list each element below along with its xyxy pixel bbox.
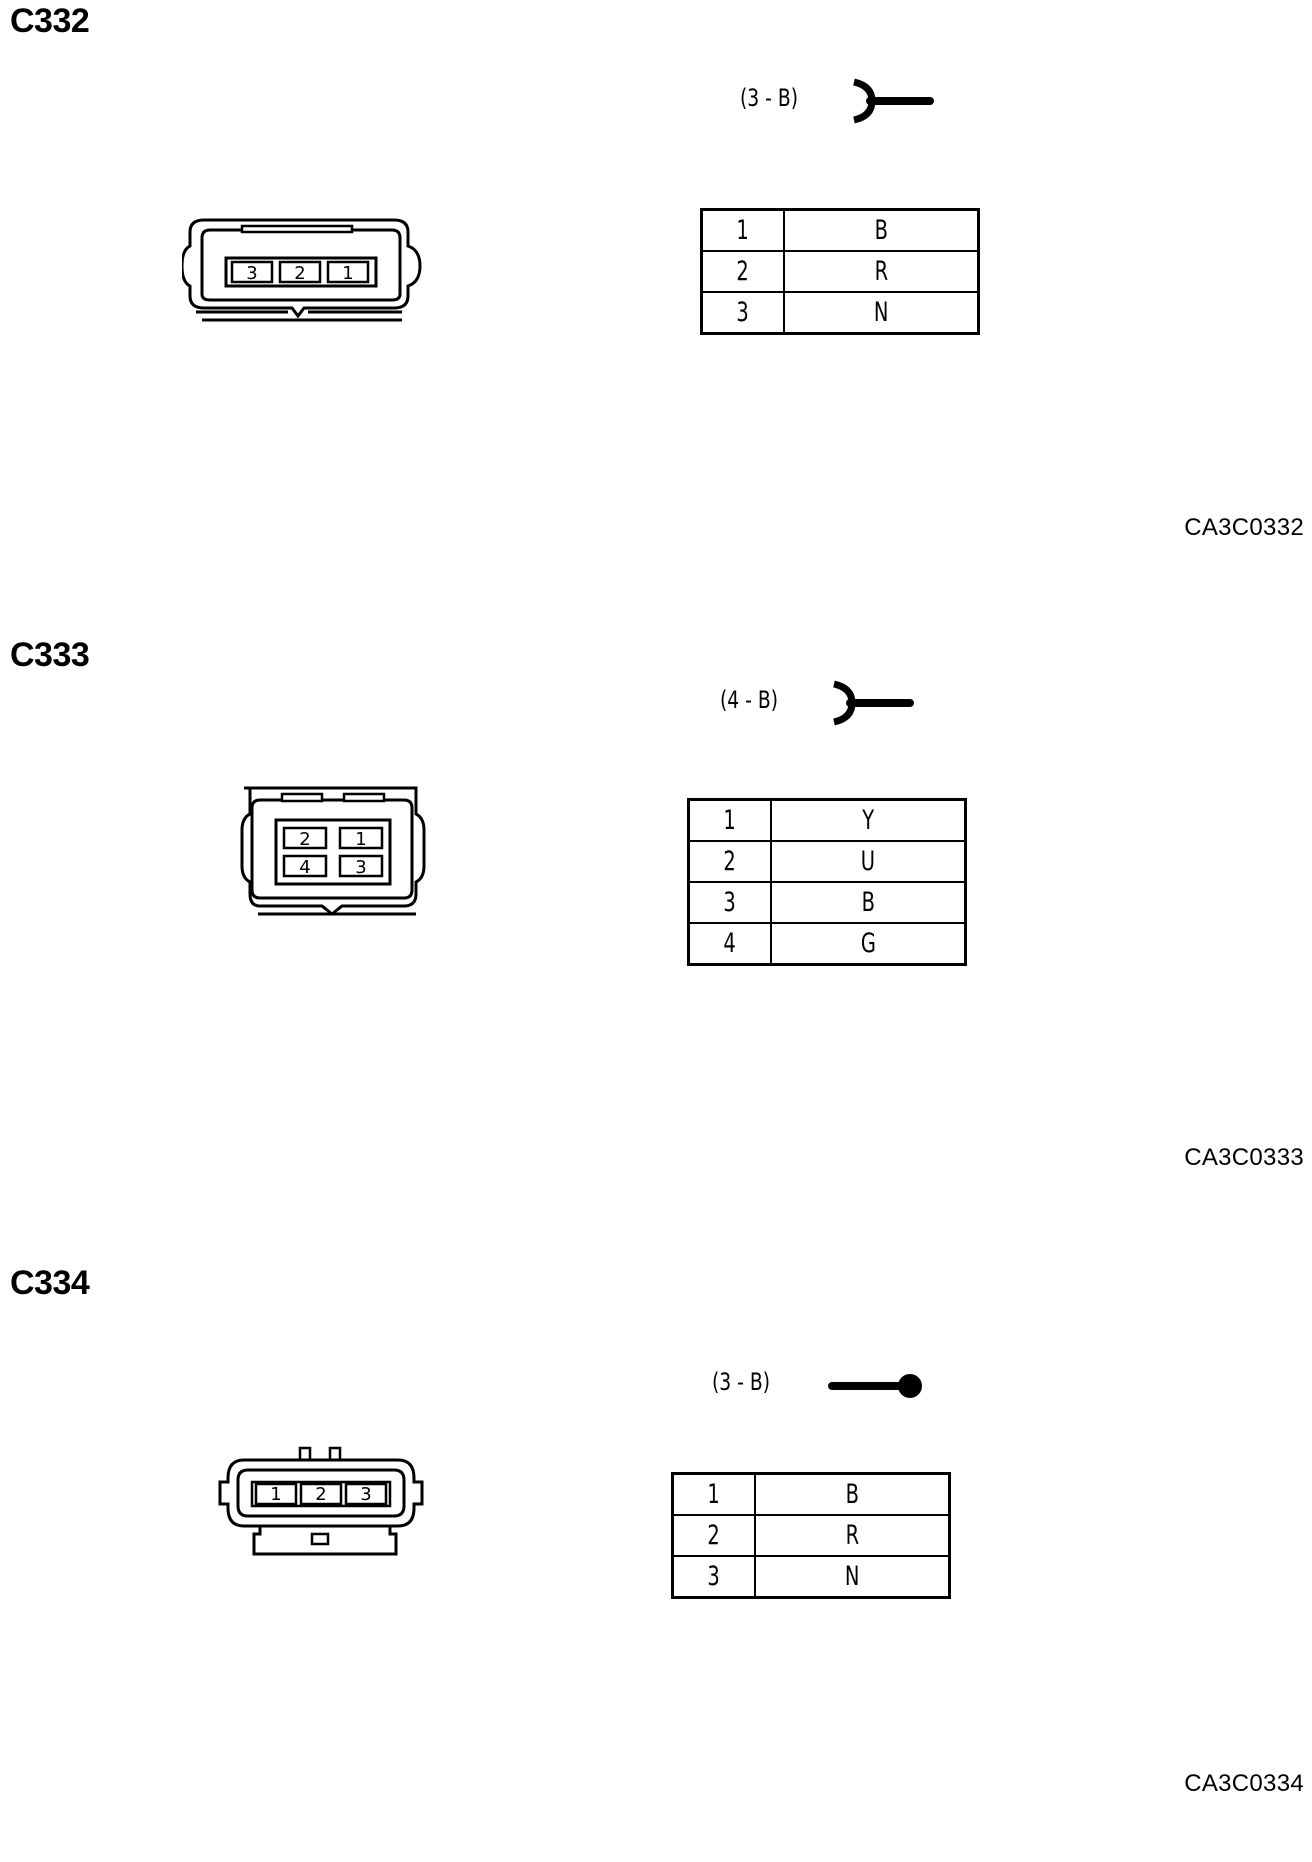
face-pin-label: 4	[299, 857, 310, 878]
face-pin-label: 2	[315, 1484, 326, 1505]
diagram-ref-code: CA3C0334	[1184, 1770, 1304, 1797]
pin-number: 3	[707, 1561, 721, 1592]
wire-color: G	[860, 928, 876, 959]
wire-color: R	[874, 256, 888, 287]
diagram-ref-code: CA3C0332	[1184, 514, 1304, 541]
wire-color: R	[845, 1520, 859, 1551]
face-pin-label: 3	[246, 263, 257, 284]
pin-number: 4	[723, 928, 737, 959]
wire-color: N	[844, 1561, 860, 1592]
pin-number: 1	[723, 805, 737, 836]
diagram-ref-code: CA3C0333	[1184, 1144, 1304, 1171]
connector-face-3pin: 1 2 3	[218, 1446, 424, 1556]
terminal-code: (4 - B)	[720, 686, 779, 714]
face-pin-label: 2	[299, 829, 310, 850]
face-pin-label: 3	[360, 1484, 371, 1505]
face-pin-label: 1	[342, 263, 353, 284]
connector-title: C334	[10, 1264, 90, 1302]
pin-number: 2	[723, 846, 737, 877]
wire-color: U	[860, 846, 876, 877]
connector-face-4pin: 2 1 4 3	[240, 786, 426, 916]
pin-number: 1	[707, 1479, 721, 1510]
face-pin-label: 1	[270, 1484, 281, 1505]
female-terminal-icon	[853, 78, 934, 124]
wire-color: B	[861, 887, 875, 918]
pin-number: 2	[736, 256, 750, 287]
terminal-code: (3 - B)	[740, 84, 799, 112]
pin-number: 2	[707, 1520, 721, 1551]
female-terminal-icon	[833, 680, 914, 726]
face-pin-label: 1	[355, 829, 366, 850]
face-pin-label: 2	[294, 263, 305, 284]
connector-title: C333	[10, 636, 90, 674]
wire-color: N	[873, 297, 889, 328]
connector-face-3pin: 3 2 1	[182, 218, 422, 322]
male-terminal-icon	[828, 1374, 922, 1398]
wire-color: B	[845, 1479, 859, 1510]
face-pin-label: 3	[355, 857, 366, 878]
pin-number: 3	[723, 887, 737, 918]
terminal-code: (3 - B)	[712, 1368, 771, 1396]
pin-number: 3	[736, 297, 750, 328]
connector-title: C332	[10, 2, 90, 40]
wire-color: B	[874, 215, 888, 246]
pin-number: 1	[736, 215, 750, 246]
wire-color: Y	[862, 805, 874, 836]
